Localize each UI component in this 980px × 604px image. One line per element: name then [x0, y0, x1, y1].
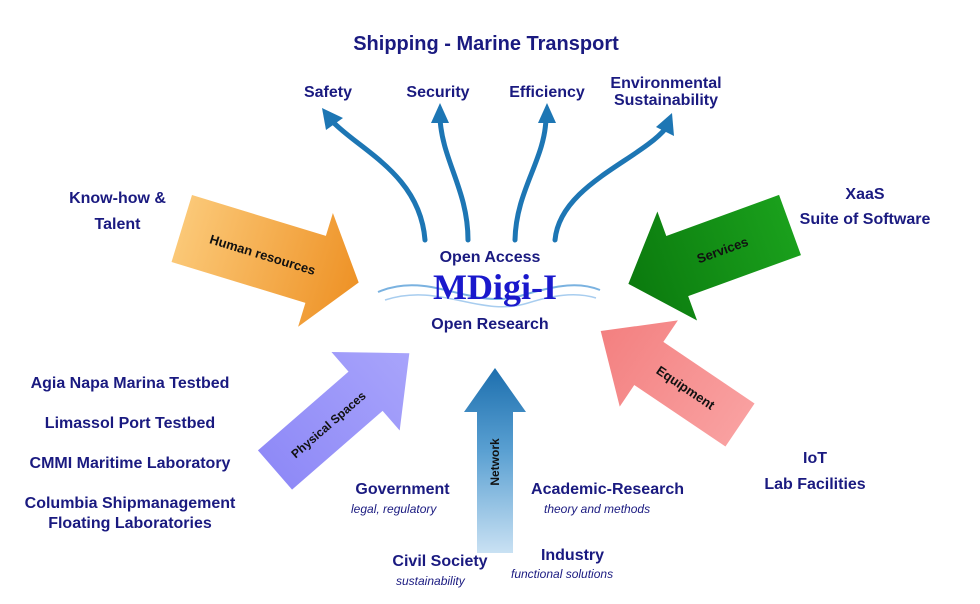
services-item: Suite of Software: [799, 211, 931, 228]
center-open-research: Open Research: [431, 316, 549, 333]
human-resources-item: Talent: [94, 216, 141, 233]
physical-spaces-item: CMMI Maritime Laboratory: [29, 455, 231, 472]
center-name: MDigi-I: [433, 267, 557, 307]
goal-efficiency: Efficiency: [509, 84, 585, 101]
arrowhead-efficiency: [538, 103, 556, 123]
network-partner-name: Civil Society: [392, 553, 488, 570]
services-item: XaaS: [845, 186, 885, 203]
goal-safety: Safety: [303, 84, 353, 101]
network-partner-desc: functional solutions: [511, 567, 614, 581]
physical-spaces-item: Limassol Port Testbed: [44, 415, 216, 432]
center-open-access: Open Access: [439, 249, 541, 266]
physical-spaces-arrow: Physical Spaces: [257, 352, 410, 490]
human-resources-arrow: Human resources: [171, 195, 359, 327]
network-partner-desc: theory and methods: [544, 502, 651, 516]
network-partner-name: Academic-Research: [531, 481, 684, 498]
physical-spaces-item: Columbia Shipmanagement: [24, 495, 236, 512]
human-resources-item: Know-how &: [69, 190, 166, 207]
goal-environmental-sustainability: Environmental Sustainability: [610, 75, 722, 109]
network-partner-name: Industry: [540, 547, 605, 564]
network-label: Network: [488, 438, 502, 486]
network-partner-desc: sustainability: [396, 574, 465, 588]
arrow-to-security: [437, 115, 471, 243]
arrowhead-security: [431, 103, 449, 123]
network-partner-desc: legal, regulatory: [351, 502, 437, 516]
arrowhead-environment: [656, 113, 674, 136]
goal-security: Security: [406, 84, 470, 101]
diagram-title: Shipping - Marine Transport: [353, 33, 619, 55]
network-arrow: Network: [464, 368, 526, 553]
arrow-to-efficiency: [512, 115, 549, 243]
equipment-arrow: Equipment: [600, 320, 755, 447]
equipment-item: Lab Facilities: [764, 476, 866, 493]
arrowhead-safety: [322, 108, 343, 130]
goal-arrows: [330, 115, 669, 243]
arrow-to-environment: [552, 125, 669, 243]
center-waves: [377, 284, 601, 308]
equipment-item: IoT: [803, 450, 827, 467]
services-arrow: Services: [628, 194, 801, 321]
physical-spaces-item: Floating Laboratories: [48, 515, 212, 532]
physical-spaces-item: Agia Napa Marina Testbed: [30, 375, 230, 392]
arrow-to-safety: [330, 119, 428, 243]
goal-arrow-heads: [322, 103, 674, 136]
network-partner-name: Government: [355, 481, 450, 498]
